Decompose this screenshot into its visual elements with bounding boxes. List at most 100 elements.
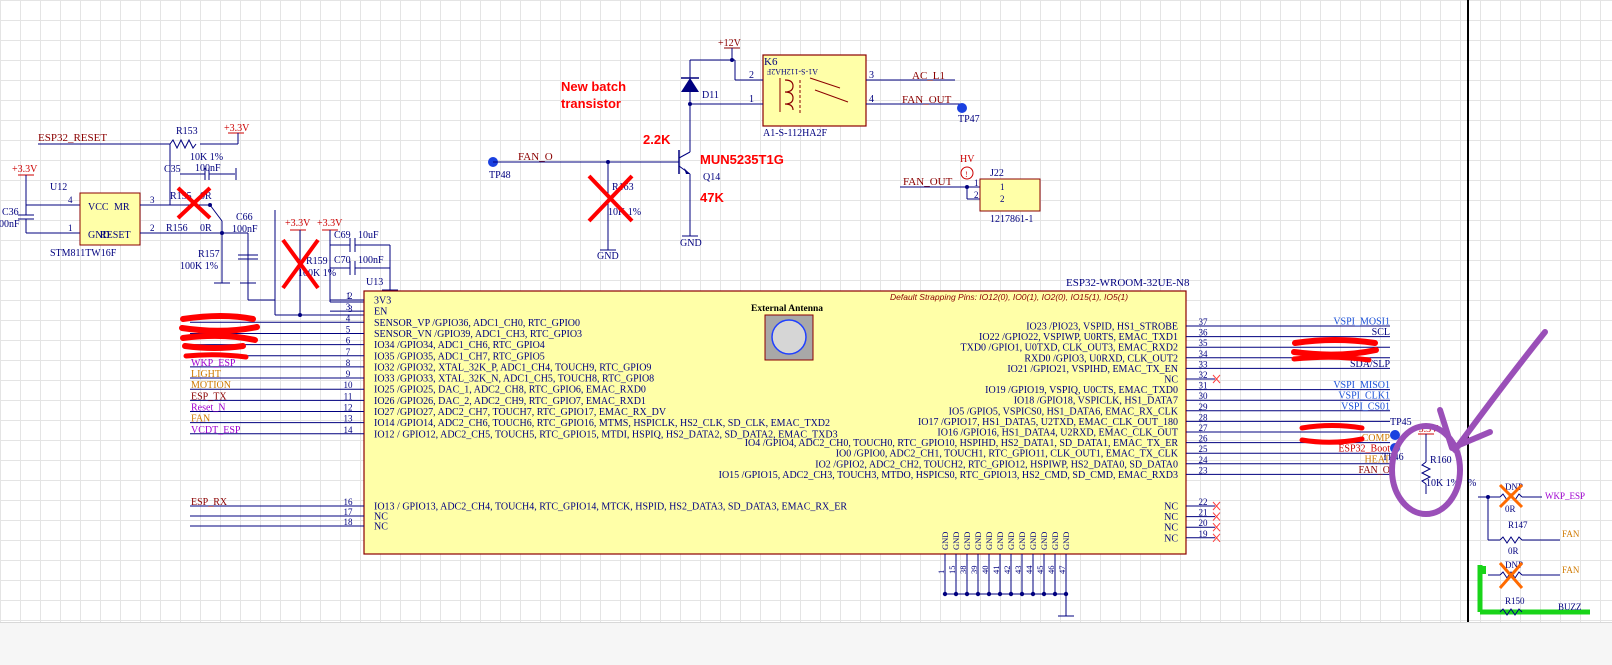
svg-text:GND: GND [88, 230, 110, 241]
reset-supervisor-u12[interactable]: ESP32_RESET R153 10K 1% +3.3V C35 100nF … [0, 123, 276, 315]
pin-label: NC [374, 512, 388, 523]
net-label: WKP_ESP [191, 358, 236, 369]
right-edge-resistors[interactable]: DNP 0R WKP_ESP R147 0R FAN DNP R150 FAN … [1477, 482, 1590, 616]
annotation-new-batch: New batch transistor 2.2K MUN5235T1G 47K [561, 79, 784, 205]
svg-text:C66: C66 [236, 212, 253, 223]
pin-number: 12 [344, 403, 353, 413]
left-net: Reset_N [191, 403, 225, 414]
net-ac-l1: AC_L1 [912, 70, 945, 82]
esp32-right-pin: 29 IO5 /GPIO5, VSPICS0, HS1_DATA6, EMAC_R… [949, 402, 1390, 417]
svg-text:2: 2 [1000, 194, 1005, 204]
relay-k6[interactable]: K6 A1-S-112HA2F A1-S-112HA2F 2 1 3 4 AC_… [708, 54, 962, 139]
connector-j22[interactable]: HV ! FAN_OUT J22 1 2 1 2 1217861-1 [900, 154, 1041, 225]
pin-label: IO15 /GPIO15, ADC2_CH3, TOUCH3, MTDO, HS… [719, 470, 1178, 481]
svg-text:100nF: 100nF [0, 219, 20, 230]
svg-text:R159: R159 [306, 256, 328, 267]
svg-text:R153: R153 [176, 126, 198, 137]
net-label: SDA/SLP [1350, 359, 1390, 370]
pin-label: IO2 /GPIO2, ADC2_CH2, TOUCH2, RTC_GPIO12… [815, 459, 1178, 470]
svg-text:C69: C69 [334, 230, 351, 241]
svg-text:2: 2 [150, 223, 155, 233]
pin-label: GND [1050, 532, 1060, 550]
diode-d11[interactable]: +12V D11 [681, 38, 742, 106]
pin-number: 15 [947, 566, 957, 575]
svg-text:1: 1 [1000, 182, 1005, 192]
pin-number: 29 [1199, 402, 1209, 412]
svg-text:HV: HV [960, 154, 975, 165]
svg-text:Default Strapping Pins: IO12(0: Default Strapping Pins: IO12(0), IO0(1),… [890, 292, 1128, 302]
svg-text:100K 1%: 100K 1% [298, 268, 336, 279]
svg-text:U13: U13 [366, 277, 383, 288]
svg-text:1217861-1: 1217861-1 [990, 214, 1033, 225]
left-net: LIGHT [191, 369, 221, 380]
net-fan-out: FAN_OUT [902, 94, 952, 106]
pin-label: 3V3 [374, 296, 391, 307]
svg-text:R160: R160 [1430, 455, 1452, 466]
relay-body [762, 54, 867, 127]
transistor-q14[interactable]: Q14 GND [666, 104, 720, 249]
pin-number: 43 [1013, 566, 1023, 575]
svg-text:ESP32-WROOM-32UE-N8: ESP32-WROOM-32UE-N8 [1066, 277, 1190, 289]
svg-text:TP48: TP48 [489, 170, 511, 181]
net-label: SCL [1372, 327, 1390, 338]
svg-text:100nF: 100nF [358, 255, 384, 266]
pin-number: 20 [1199, 518, 1209, 528]
pin-label: GND [1006, 532, 1016, 550]
svg-text:2: 2 [348, 291, 353, 301]
svg-text:4: 4 [869, 94, 874, 105]
pin-label: IO32 /GPIO32, XTAL_32K_P, ADC1_CH4, TOUC… [374, 362, 651, 373]
pin-label: SENSOR_VP /GPIO36, ADC1_CH0, RTC_GPIO0 [374, 318, 580, 329]
pin-label: NC [1164, 375, 1178, 386]
pin-label: TXD0 /GPIO1, U0TXD, CLK_OUT3, EMAC_RXD2 [961, 343, 1179, 354]
left-net: WKP_ESP [191, 358, 236, 369]
svg-text:1: 1 [974, 178, 979, 188]
svg-text:GND: GND [597, 251, 619, 262]
net-fan-o-input[interactable]: TP48 FAN_O R163 10K 1% GND [488, 151, 666, 262]
net-label: FAN_O [1359, 465, 1390, 476]
svg-text:GND: GND [680, 238, 702, 249]
pin-number: 41 [991, 566, 1001, 575]
pin-label: IO17 /GPIO17, HS1_DATA5, U2TXD, EMAC_CLK… [918, 417, 1178, 428]
pin-number: 42 [1002, 566, 1012, 575]
left-net: VCDT_ESP [191, 425, 241, 436]
net-label: VSPI_MISO1 [1333, 380, 1390, 391]
pin-number: 27 [1199, 423, 1209, 433]
pin-label: IO16 /GPIO16, HS1_DATA4, U2RXD, EMAC_CLK… [937, 428, 1178, 439]
pin-number: 46 [1046, 566, 1056, 575]
pin-number: 19 [1199, 529, 1209, 539]
esp32-module-u13[interactable]: ESP32-WROOM-32UE-N8 Default Strapping Pi… [190, 277, 1390, 617]
pin-label: NC [1164, 533, 1178, 544]
svg-text:R157: R157 [198, 249, 220, 260]
net-label: MOTION [191, 380, 231, 391]
svg-text:3: 3 [869, 70, 874, 81]
pin-label: EN [374, 307, 387, 318]
pin-number: 14 [344, 425, 354, 435]
pin-label: IO19 /GPIO19, VSPIQ, U0CTS, EMAC_TXD0 [985, 385, 1178, 396]
left-net: MOTION [191, 380, 231, 391]
pin-number: 30 [1199, 391, 1209, 401]
power-decoupling[interactable]: +3.3V +3.3V R159 100K 1% C69 10uF C70 10… [275, 218, 398, 317]
svg-text:C70: C70 [334, 255, 351, 266]
left-net-labels: WKP_ESPLIGHTMOTIONESP_TXReset_NFANVCDT_E… [191, 358, 241, 508]
right-net-labels: VSPI_MOSI1SCLSDA/SLPVSPI_MISO1VSPI_CLK1V… [1333, 317, 1390, 476]
test-point-tp47[interactable]: TP47 [957, 103, 980, 125]
pin-label: IO33 /GPIO33, XTAL_32K_N, ADC1_CH5, TOUC… [374, 374, 654, 385]
pin-label: IO5 /GPIO5, VSPICS0, HS1_DATA6, EMAC_RX_… [949, 406, 1179, 417]
pin-number: 8 [346, 358, 351, 368]
svg-text:+3.3V: +3.3V [1413, 424, 1439, 435]
pin-label: NC [1164, 523, 1178, 534]
svg-text:4: 4 [68, 195, 73, 205]
svg-text:1: 1 [68, 223, 73, 233]
pin-label: GND [995, 532, 1005, 550]
svg-text:+3.3V: +3.3V [12, 164, 38, 175]
